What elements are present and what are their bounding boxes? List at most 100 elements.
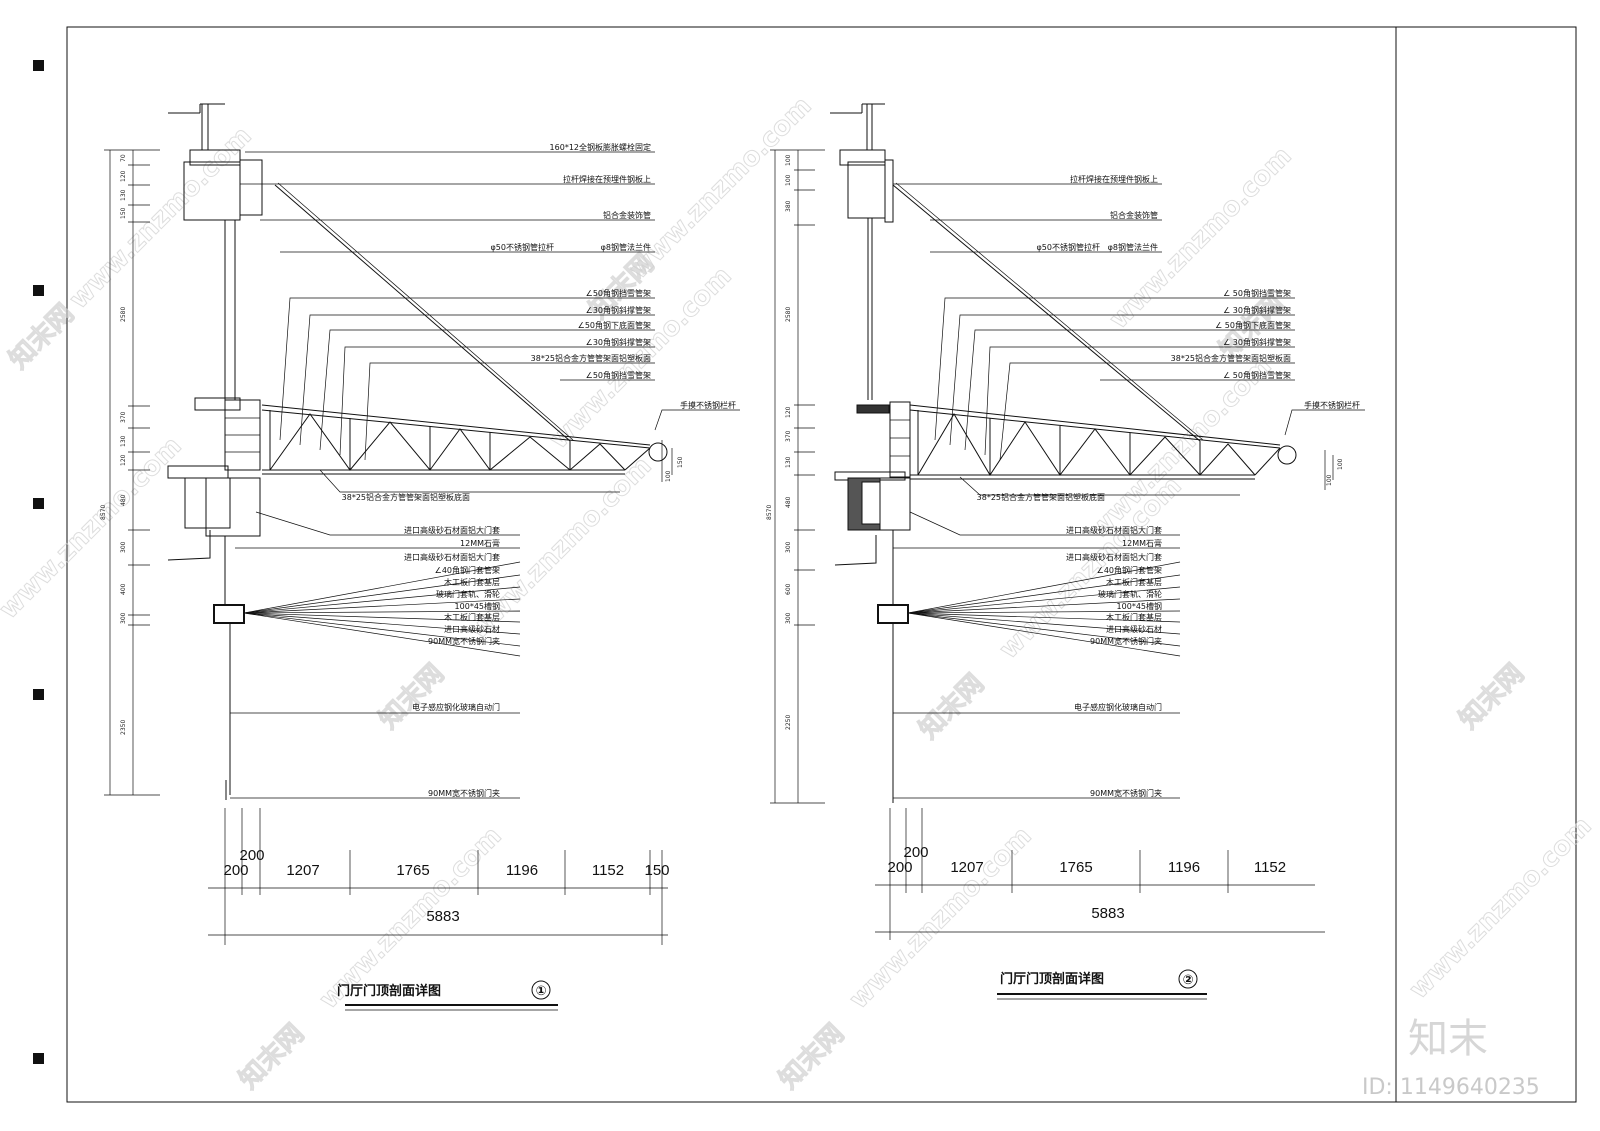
dimension-label: 130 <box>120 435 127 447</box>
dimension-label: 120 <box>785 406 792 418</box>
callout-label: 38*25铝合金方管管架面铝塑板底面 <box>342 492 470 502</box>
dimension-label: 1207 <box>950 859 983 876</box>
callout-label: 90MM宽不锈钢门夹 <box>1090 788 1162 798</box>
callout-label: ∠50角钢挡雪管架 <box>586 370 651 380</box>
callout-label: 90MM宽不锈钢门夹 <box>428 636 500 646</box>
dimension-label: 480 <box>120 494 127 506</box>
dimension-label: 300 <box>785 612 792 624</box>
dimension-label: 100 <box>785 174 792 186</box>
callout-label: 铝合金装饰管 <box>1110 210 1158 220</box>
callout-label: 电子感应钢化玻璃自动门 <box>412 702 500 712</box>
wall-structure <box>167 103 263 800</box>
callout-labels: 160*12全钢板膨胀螺栓固定 拉杆焊接在预埋件钢板上 铝合金装饰管 φ50不锈… <box>342 142 736 798</box>
callout-label: 木工板门套基层 <box>1106 577 1162 587</box>
dimension-label: 200 <box>223 862 248 879</box>
drawing-title-block: 门厅门顶剖面详图 ① <box>337 980 558 1011</box>
vertical-dimension-rail: 70 120 130 150 2580 370 130 120 480 300 … <box>100 149 160 796</box>
callout-label: 玻璃门套轨、滑轮 <box>436 589 500 599</box>
callout-label: ∠30角钢斜撑管架 <box>586 337 651 347</box>
callout-label: ∠ 30角钢斜撑管架 <box>1223 305 1291 315</box>
channel-steel <box>213 604 245 624</box>
dimension-label: 1765 <box>396 862 429 879</box>
drawing-title-block: 门厅门顶剖面详图 ② <box>997 969 1207 1000</box>
callout-label: 90MM宽不锈钢门夹 <box>1090 636 1162 646</box>
callout-label: 进口高级砂石材面铝大门套 <box>1066 552 1162 562</box>
callout-label: 手摸不锈钢栏杆 <box>1304 400 1360 410</box>
dimension-label: 1196 <box>1168 859 1200 876</box>
dimension-label: 1765 <box>1059 859 1092 876</box>
callout-label: 进口高级砂石材面铝大门套 <box>404 525 500 535</box>
dimension-label: 120 <box>120 454 127 466</box>
callout-label: φ50不锈钢管拉杆 <box>491 242 554 252</box>
callout-label: ∠40角钢门套管架 <box>435 565 500 575</box>
total-dimension: 5883 <box>426 908 459 925</box>
tension-rod <box>892 184 1201 442</box>
dimension-label: 300 <box>120 612 127 624</box>
callout-label: 进口高级砂石材面铝大门套 <box>404 552 500 562</box>
callout-label: 手摸不锈钢栏杆 <box>680 400 736 410</box>
callout-label: 12MM石膏 <box>1122 538 1162 548</box>
door-head-box <box>205 477 261 537</box>
section-drawing-2: 100 100 380 2580 120 370 130 480 300 600… <box>766 103 1365 1000</box>
dimension-label: 150 <box>120 207 127 219</box>
dimension-label: 100 <box>665 470 672 482</box>
tip-rail <box>648 442 668 462</box>
channel-steel <box>877 604 909 624</box>
callout-label: ∠ 50角钢下底面管架 <box>1215 320 1291 330</box>
callout-label: 木工板门套基层 <box>444 577 500 587</box>
dimension-label: 8570 <box>100 505 107 520</box>
watermark-text: 知末网 <box>914 669 990 745</box>
callout-label: φ8钢管法兰件 <box>601 242 651 252</box>
section-drawing-1: 70 120 130 150 2580 370 130 120 480 300 … <box>100 103 740 1011</box>
dimension-label: 370 <box>785 430 792 442</box>
leader-lines <box>893 183 1365 799</box>
binding-mark <box>33 285 44 296</box>
watermark-text: 知末网 <box>374 659 450 735</box>
callout-label: 电子感应钢化玻璃自动门 <box>1074 702 1162 712</box>
callout-label: 38*25铝合金方管管架面铝塑板面 <box>1171 353 1291 363</box>
horizontal-dimensions: 200 200 1207 1765 1196 1152 150 5883 <box>208 808 670 945</box>
dimension-label: 150 <box>644 862 669 879</box>
dimension-label: 150 <box>677 456 684 468</box>
callout-labels: 拉杆焊接在预埋件钢板上 铝合金装饰管 φ50不锈钢管拉杆 φ8钢管法兰件 ∠ 5… <box>977 174 1360 798</box>
dimension-label: 100 <box>1326 474 1333 486</box>
callout-label: 木工板门套基层 <box>1106 612 1162 622</box>
dimension-label: 120 <box>120 170 127 182</box>
dimension-label: 200 <box>239 847 264 864</box>
tip-rail <box>1277 445 1297 465</box>
callout-label: 160*12全钢板膨胀螺栓固定 <box>550 142 651 152</box>
dimension-label: 100 <box>1337 458 1344 470</box>
canopy-truss <box>261 182 668 475</box>
callout-label: ∠50角钢下底面管架 <box>578 320 651 330</box>
callout-label: 玻璃门套轨、滑轮 <box>1098 589 1162 599</box>
total-dimension: 5883 <box>1091 905 1124 922</box>
dimension-label: 2580 <box>785 307 792 322</box>
dimension-label: 2250 <box>785 715 792 730</box>
horizontal-dimensions: 200 200 1207 1765 1196 1152 5883 <box>875 808 1325 940</box>
dimension-label: 1152 <box>592 862 624 879</box>
vertical-dimension-rail: 100 100 380 2580 120 370 130 480 300 600… <box>766 149 825 804</box>
watermark-text: www.znzmo.com <box>0 431 188 625</box>
watermark-text: 知末网 <box>774 1019 850 1095</box>
watermark-text: www.znzmo.com <box>1404 811 1598 1005</box>
dimension-label: 200 <box>887 859 912 876</box>
brick-wall <box>889 401 911 478</box>
callout-label: ∠40角钢门套管架 <box>1097 565 1162 575</box>
dimension-label: 130 <box>785 456 792 468</box>
callout-label: 进口高级砂石材面铝大门套 <box>1066 525 1162 535</box>
drawing-number-circle <box>1178 969 1198 989</box>
drawing-title: 门厅门顶剖面详图 <box>1000 971 1104 987</box>
drawing-number-circle <box>531 980 551 1000</box>
binding-mark <box>33 689 44 700</box>
concrete-beam <box>847 161 886 219</box>
dimension-label: 400 <box>120 583 127 595</box>
callout-label: ∠30角钢斜撑管架 <box>586 305 651 315</box>
callout-label: 38*25铝合金方管管架面铝塑板面 <box>531 353 651 363</box>
drawing-number: ① <box>535 984 546 999</box>
drawing-title: 门厅门顶剖面详图 <box>337 983 441 999</box>
callout-label: 100*45槽钢 <box>1117 601 1162 611</box>
callout-label: 拉杆焊接在预埋件钢板上 <box>1070 174 1158 184</box>
watermark-text: www.znzmo.com <box>624 91 818 285</box>
dimension-label: 2580 <box>120 307 127 322</box>
